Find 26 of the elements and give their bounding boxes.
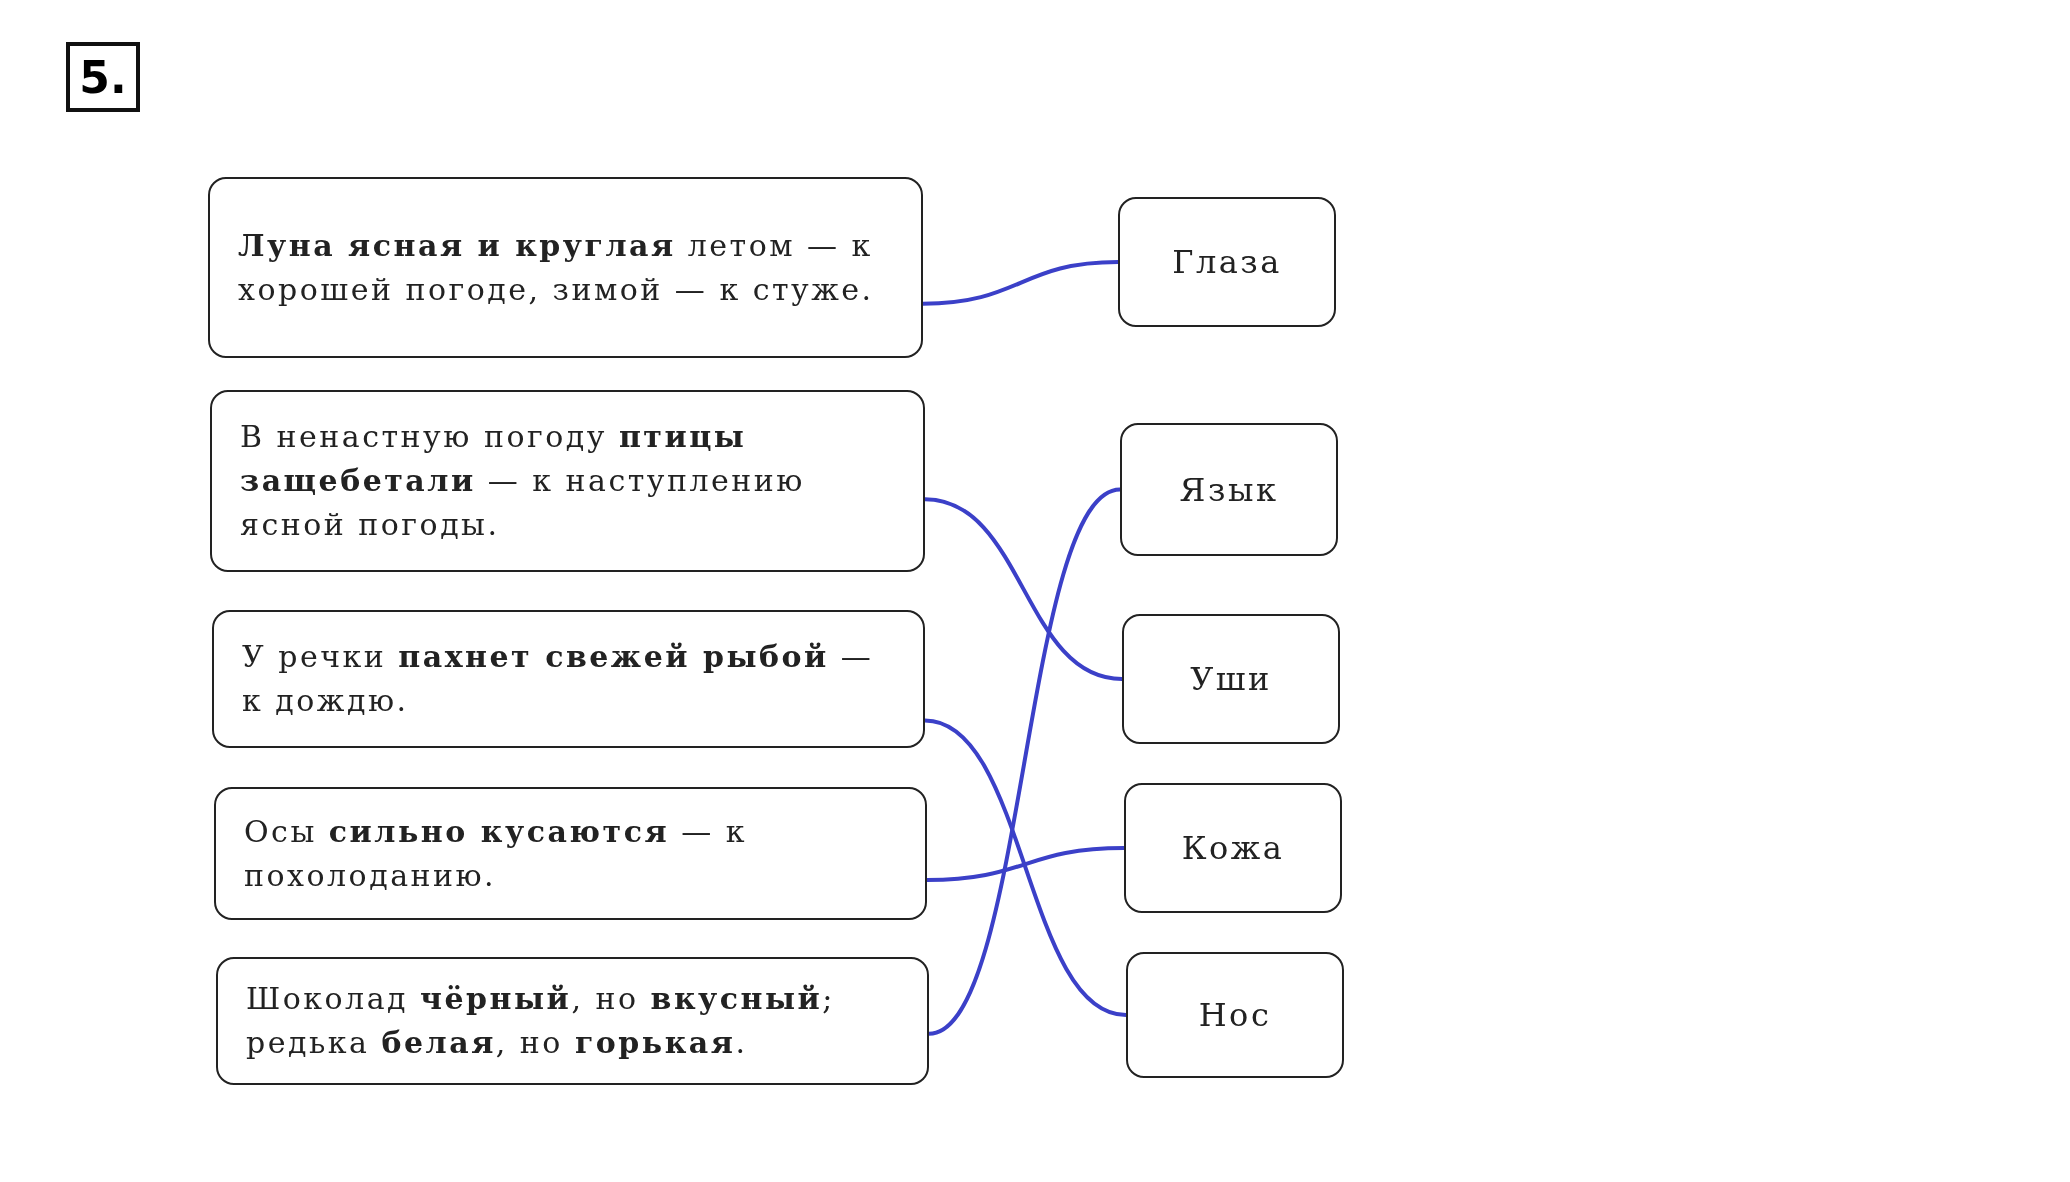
word-box [1122,614,1340,744]
sign-box [212,610,925,748]
connecting-line [924,718,1127,1017]
node-text: Осы сильно кусаются — к похолоданию. [244,812,748,895]
word-box [1118,197,1336,327]
word-box [1124,783,1342,913]
node-text: У речки пахнет свежей рыбой — к дождю. [242,638,875,720]
node-text: В ненастную погоду птицы защебетали — к наступлению ясной погоды. [240,418,806,544]
connecting-line [922,260,1119,306]
word-box [1120,423,1338,556]
sign-box [214,787,927,920]
connecting-line [928,487,1121,1036]
node-text: Уши [1190,659,1272,700]
sign-box [210,390,925,572]
connecting-line [924,497,1123,681]
node-text: Шоколад чёрный, но вкусный; редька белая, но горькая. [246,980,836,1062]
node-text: Луна ясная и круглая летом — к хорошей погоде, зимой — к стуже. [238,226,875,309]
node-text: Кожа [1181,828,1285,869]
connecting-line [926,846,1125,883]
node-text: Нос [1198,995,1272,1036]
node-text: Глаза [1172,242,1282,283]
task-number: 5. [66,42,140,112]
word-box [1126,952,1344,1078]
sign-box [216,957,929,1085]
node-text: Язык [1179,469,1279,511]
sign-box [208,177,923,358]
